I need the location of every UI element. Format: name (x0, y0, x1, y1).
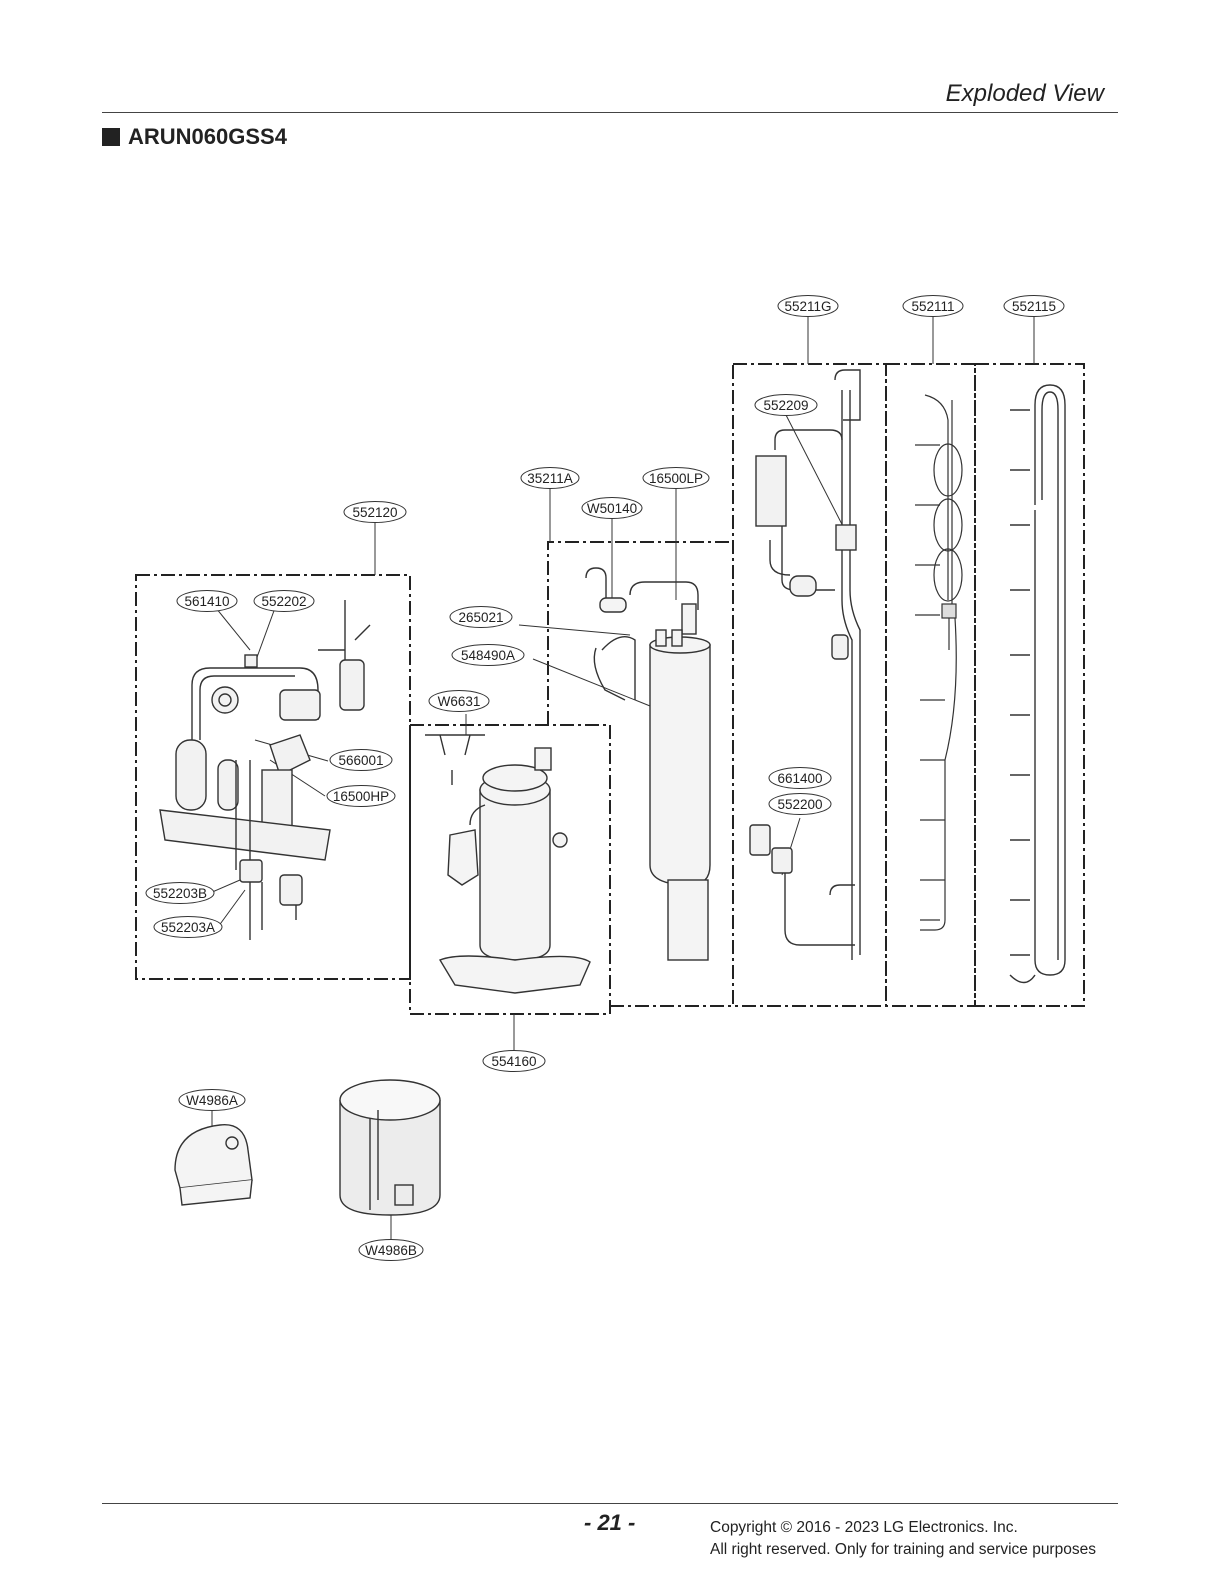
part-number-label: 554160 (491, 1054, 536, 1069)
part-number-label: W50140 (587, 501, 637, 516)
part-number-label: 552200 (777, 797, 822, 812)
bullet-square-icon (102, 128, 120, 146)
callout-oval (482, 1050, 546, 1072)
callout-661400: 661400 (768, 767, 832, 789)
callout-oval (581, 497, 643, 519)
model-name: ARUN060GSS4 (128, 124, 287, 149)
callout-552209: 552209 (754, 394, 818, 416)
part-number-label: 552115 (1012, 299, 1056, 314)
callout-oval (777, 295, 839, 317)
service-valve-assembly-illustration (159, 600, 371, 940)
part-number-label: 566001 (338, 753, 383, 768)
part-number-label: 552209 (763, 398, 808, 413)
callout-w4986b: W4986B (358, 1239, 424, 1261)
callout-16500lp: 16500LP (642, 467, 710, 489)
part-number-label: 16500HP (333, 789, 389, 804)
part-number-label: 552111 (911, 299, 954, 314)
callout-oval (451, 644, 525, 666)
callout-oval (153, 916, 223, 938)
callout-35211a: 35211A (520, 467, 580, 489)
part-number-label: W4986B (365, 1243, 417, 1258)
part-number-label: 661400 (777, 771, 822, 786)
callout-552115: 552115 (1003, 295, 1065, 317)
callout-16500hp: 16500HP (326, 785, 396, 807)
header-divider (102, 112, 1118, 113)
callout-oval (329, 749, 393, 771)
long-pipe-illustration (1009, 384, 1066, 984)
rights-line: All right reserved. Only for training an… (710, 1541, 1096, 1558)
callout-oval (642, 467, 710, 489)
copyright-block: Copyright © 2016 - 2023 LG Electronics. … (710, 1517, 1096, 1561)
callout-566001: 566001 (329, 749, 393, 771)
callout-548490a: 548490A (451, 644, 525, 666)
callout-oval (176, 590, 238, 612)
part-number-label: 265021 (458, 610, 503, 625)
compressor-illustration (425, 734, 591, 994)
part-number-label: 552203B (153, 886, 207, 901)
callout-554160: 554160 (482, 1050, 546, 1072)
sound-jacket-illustration (339, 1079, 441, 1216)
callout-oval (768, 793, 832, 815)
part-number-label: W4986A (186, 1093, 238, 1108)
pipe-assembly-illustration (749, 369, 861, 960)
copyright-line: Copyright © 2016 - 2023 LG Electronics. … (710, 1519, 1018, 1536)
part-number-label: W6631 (438, 694, 481, 709)
part-number-label: 552202 (261, 594, 306, 609)
group-box-55211G (732, 363, 887, 1007)
accumulator-illustration (585, 567, 711, 961)
page-number: - 21 - (584, 1510, 636, 1535)
callout-oval (343, 501, 407, 523)
callout-oval (326, 785, 396, 807)
group-box-554160 (409, 724, 611, 1015)
part-number-label: 552203A (161, 920, 215, 935)
part-number-label: 16500LP (649, 471, 703, 486)
part-number-label: 552120 (352, 505, 397, 520)
part-number-label: 561410 (184, 594, 229, 609)
model-heading: ARUN060GSS4 (102, 124, 287, 150)
callout-oval (768, 767, 832, 789)
part-number-label: 548490A (461, 648, 515, 663)
section-title: Exploded View (945, 80, 1104, 107)
group-box-35211A (547, 541, 733, 725)
callout-w4986a: W4986A (178, 1089, 246, 1111)
callout-oval (520, 467, 580, 489)
callout-oval (449, 606, 513, 628)
group-box-552115 (974, 363, 1085, 1007)
callout-oval (902, 295, 964, 317)
callout-552200: 552200 (768, 793, 832, 815)
callout-w50140: W50140 (581, 497, 643, 519)
sensor-harness-illustration (915, 394, 963, 931)
callout-oval (178, 1089, 246, 1111)
part-number-label: 35211A (527, 471, 573, 486)
callout-55211g: 55211G (777, 295, 839, 317)
callout-oval (428, 690, 490, 712)
callout-oval (253, 590, 315, 612)
footer-divider (102, 1503, 1118, 1504)
callout-oval (358, 1239, 424, 1261)
callout-w6631: W6631 (428, 690, 490, 712)
callout-265021: 265021 (449, 606, 513, 628)
callout-561410: 561410 (176, 590, 238, 612)
callout-552202: 552202 (253, 590, 315, 612)
terminal-cover-illustration (174, 1124, 253, 1206)
callout-552120: 552120 (343, 501, 407, 523)
callout-oval (1003, 295, 1065, 317)
callout-552111: 552111 (902, 295, 964, 317)
part-number-label: 55211G (784, 299, 831, 314)
callout-552203a: 552203A (153, 916, 223, 938)
callout-oval (754, 394, 818, 416)
callout-552203b: 552203B (145, 882, 215, 904)
callout-oval (145, 882, 215, 904)
